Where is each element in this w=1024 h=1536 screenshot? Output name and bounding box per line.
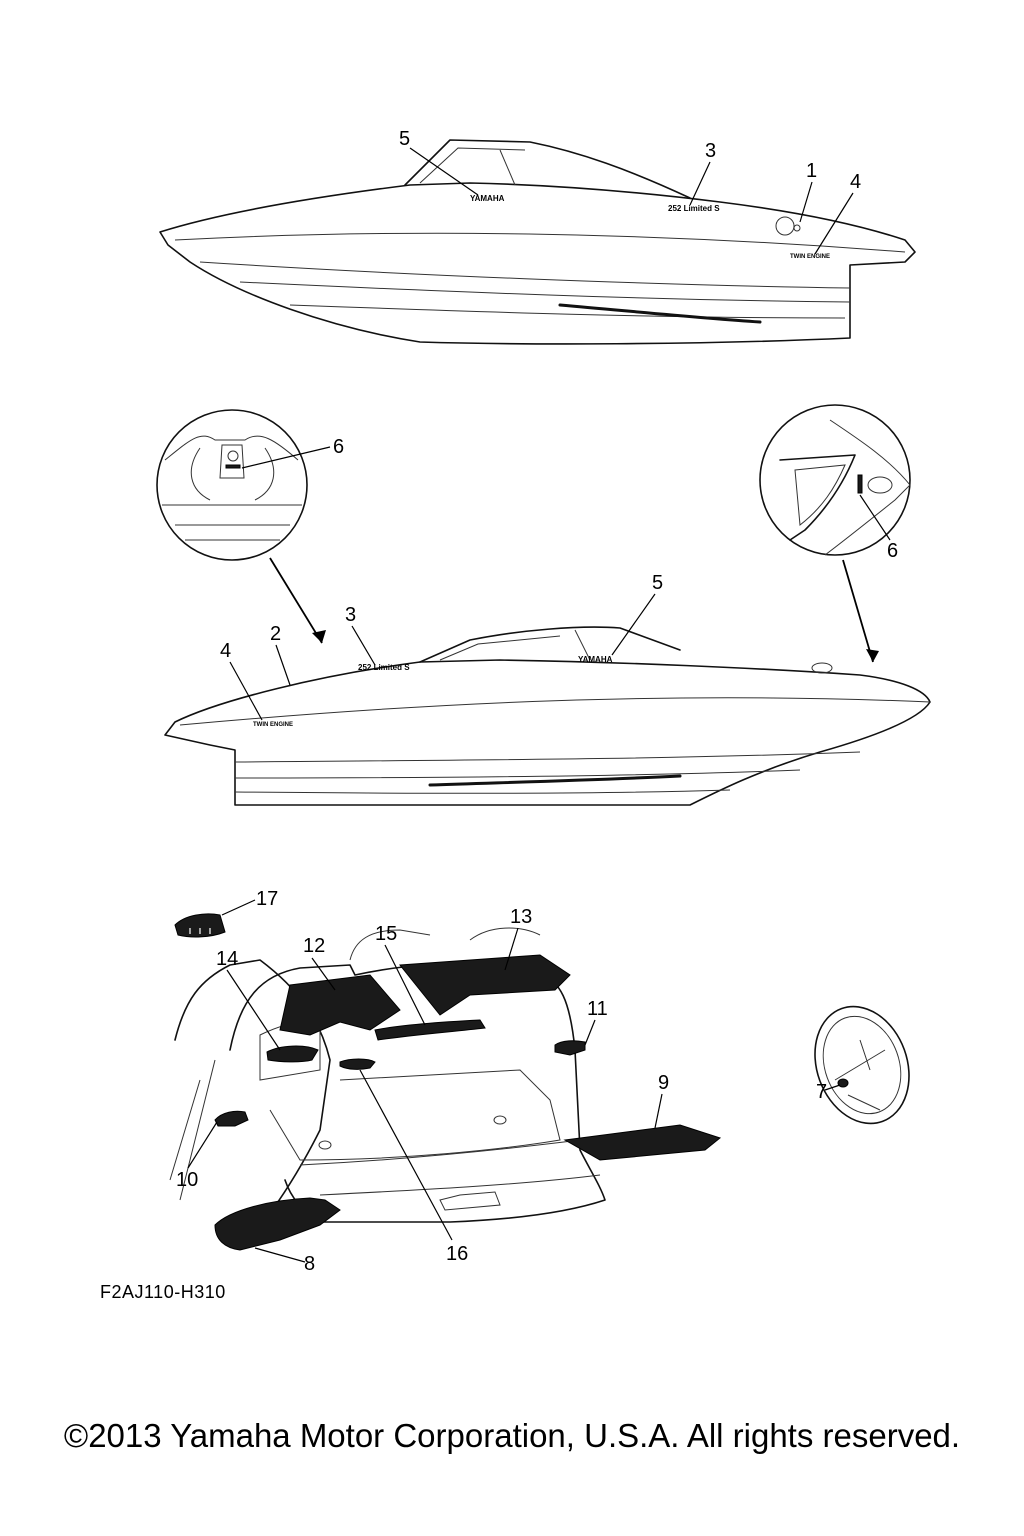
model-decal-middle: 252 Limited S [358, 663, 410, 672]
callout-4-middle: 4 [220, 640, 231, 662]
cockpit-interior-view [169, 927, 606, 1223]
mat-11 [554, 1040, 586, 1056]
callout-17: 17 [256, 888, 278, 910]
model-decal-top: 252 Limited S [668, 204, 720, 213]
mat-15 [374, 1019, 486, 1041]
mat-9 [563, 1124, 722, 1161]
mat-17 [174, 913, 226, 938]
callout-7: 7 [816, 1081, 827, 1103]
callout-6-right: 6 [887, 540, 898, 562]
callout-8: 8 [304, 1253, 315, 1275]
callout-5-top: 5 [399, 128, 410, 150]
steering-wheel-view [814, 1005, 910, 1125]
callout-14: 14 [216, 948, 238, 970]
diagram-code: F2AJ110-H310 [100, 1282, 226, 1302]
mat-10 [214, 1110, 249, 1127]
callout-1: 1 [806, 160, 817, 182]
callout-4-top: 4 [850, 171, 861, 193]
mat-13 [399, 954, 571, 1016]
mat-8 [214, 1197, 341, 1251]
callout-16: 16 [446, 1243, 468, 1265]
callout-15: 15 [375, 923, 397, 945]
mat-14 [266, 1045, 319, 1063]
boat-side-view-top: YAMAHA 252 Limited S TWIN ENGINE [159, 139, 916, 345]
yamaha-decal-middle: YAMAHA [578, 655, 613, 664]
mat-16 [339, 1058, 376, 1070]
callout-10: 10 [176, 1169, 198, 1191]
detail-circle-stern [156, 409, 308, 561]
callout-12: 12 [303, 935, 325, 957]
callout-3-top: 3 [705, 140, 716, 162]
twin-decal-top: TWIN ENGINE [790, 254, 830, 260]
mat-12 [279, 974, 401, 1036]
callout-5-middle: 5 [652, 572, 663, 594]
callout-9: 9 [658, 1072, 669, 1094]
boat-side-view-middle: YAMAHA 252 Limited S TWIN ENGINE [164, 626, 931, 806]
copyright-notice: ©2013 Yamaha Motor Corporation, U.S.A. A… [63, 1417, 961, 1454]
twin-decal-middle: TWIN ENGINE [253, 722, 293, 728]
yamaha-decal-top: YAMAHA [470, 194, 505, 203]
callout-3-middle: 3 [345, 604, 356, 626]
callout-6-left: 6 [333, 436, 344, 458]
callout-13: 13 [510, 906, 532, 928]
callout-11: 11 [587, 998, 608, 1020]
detail-circle-bow [759, 404, 911, 556]
callout-2: 2 [270, 623, 281, 645]
